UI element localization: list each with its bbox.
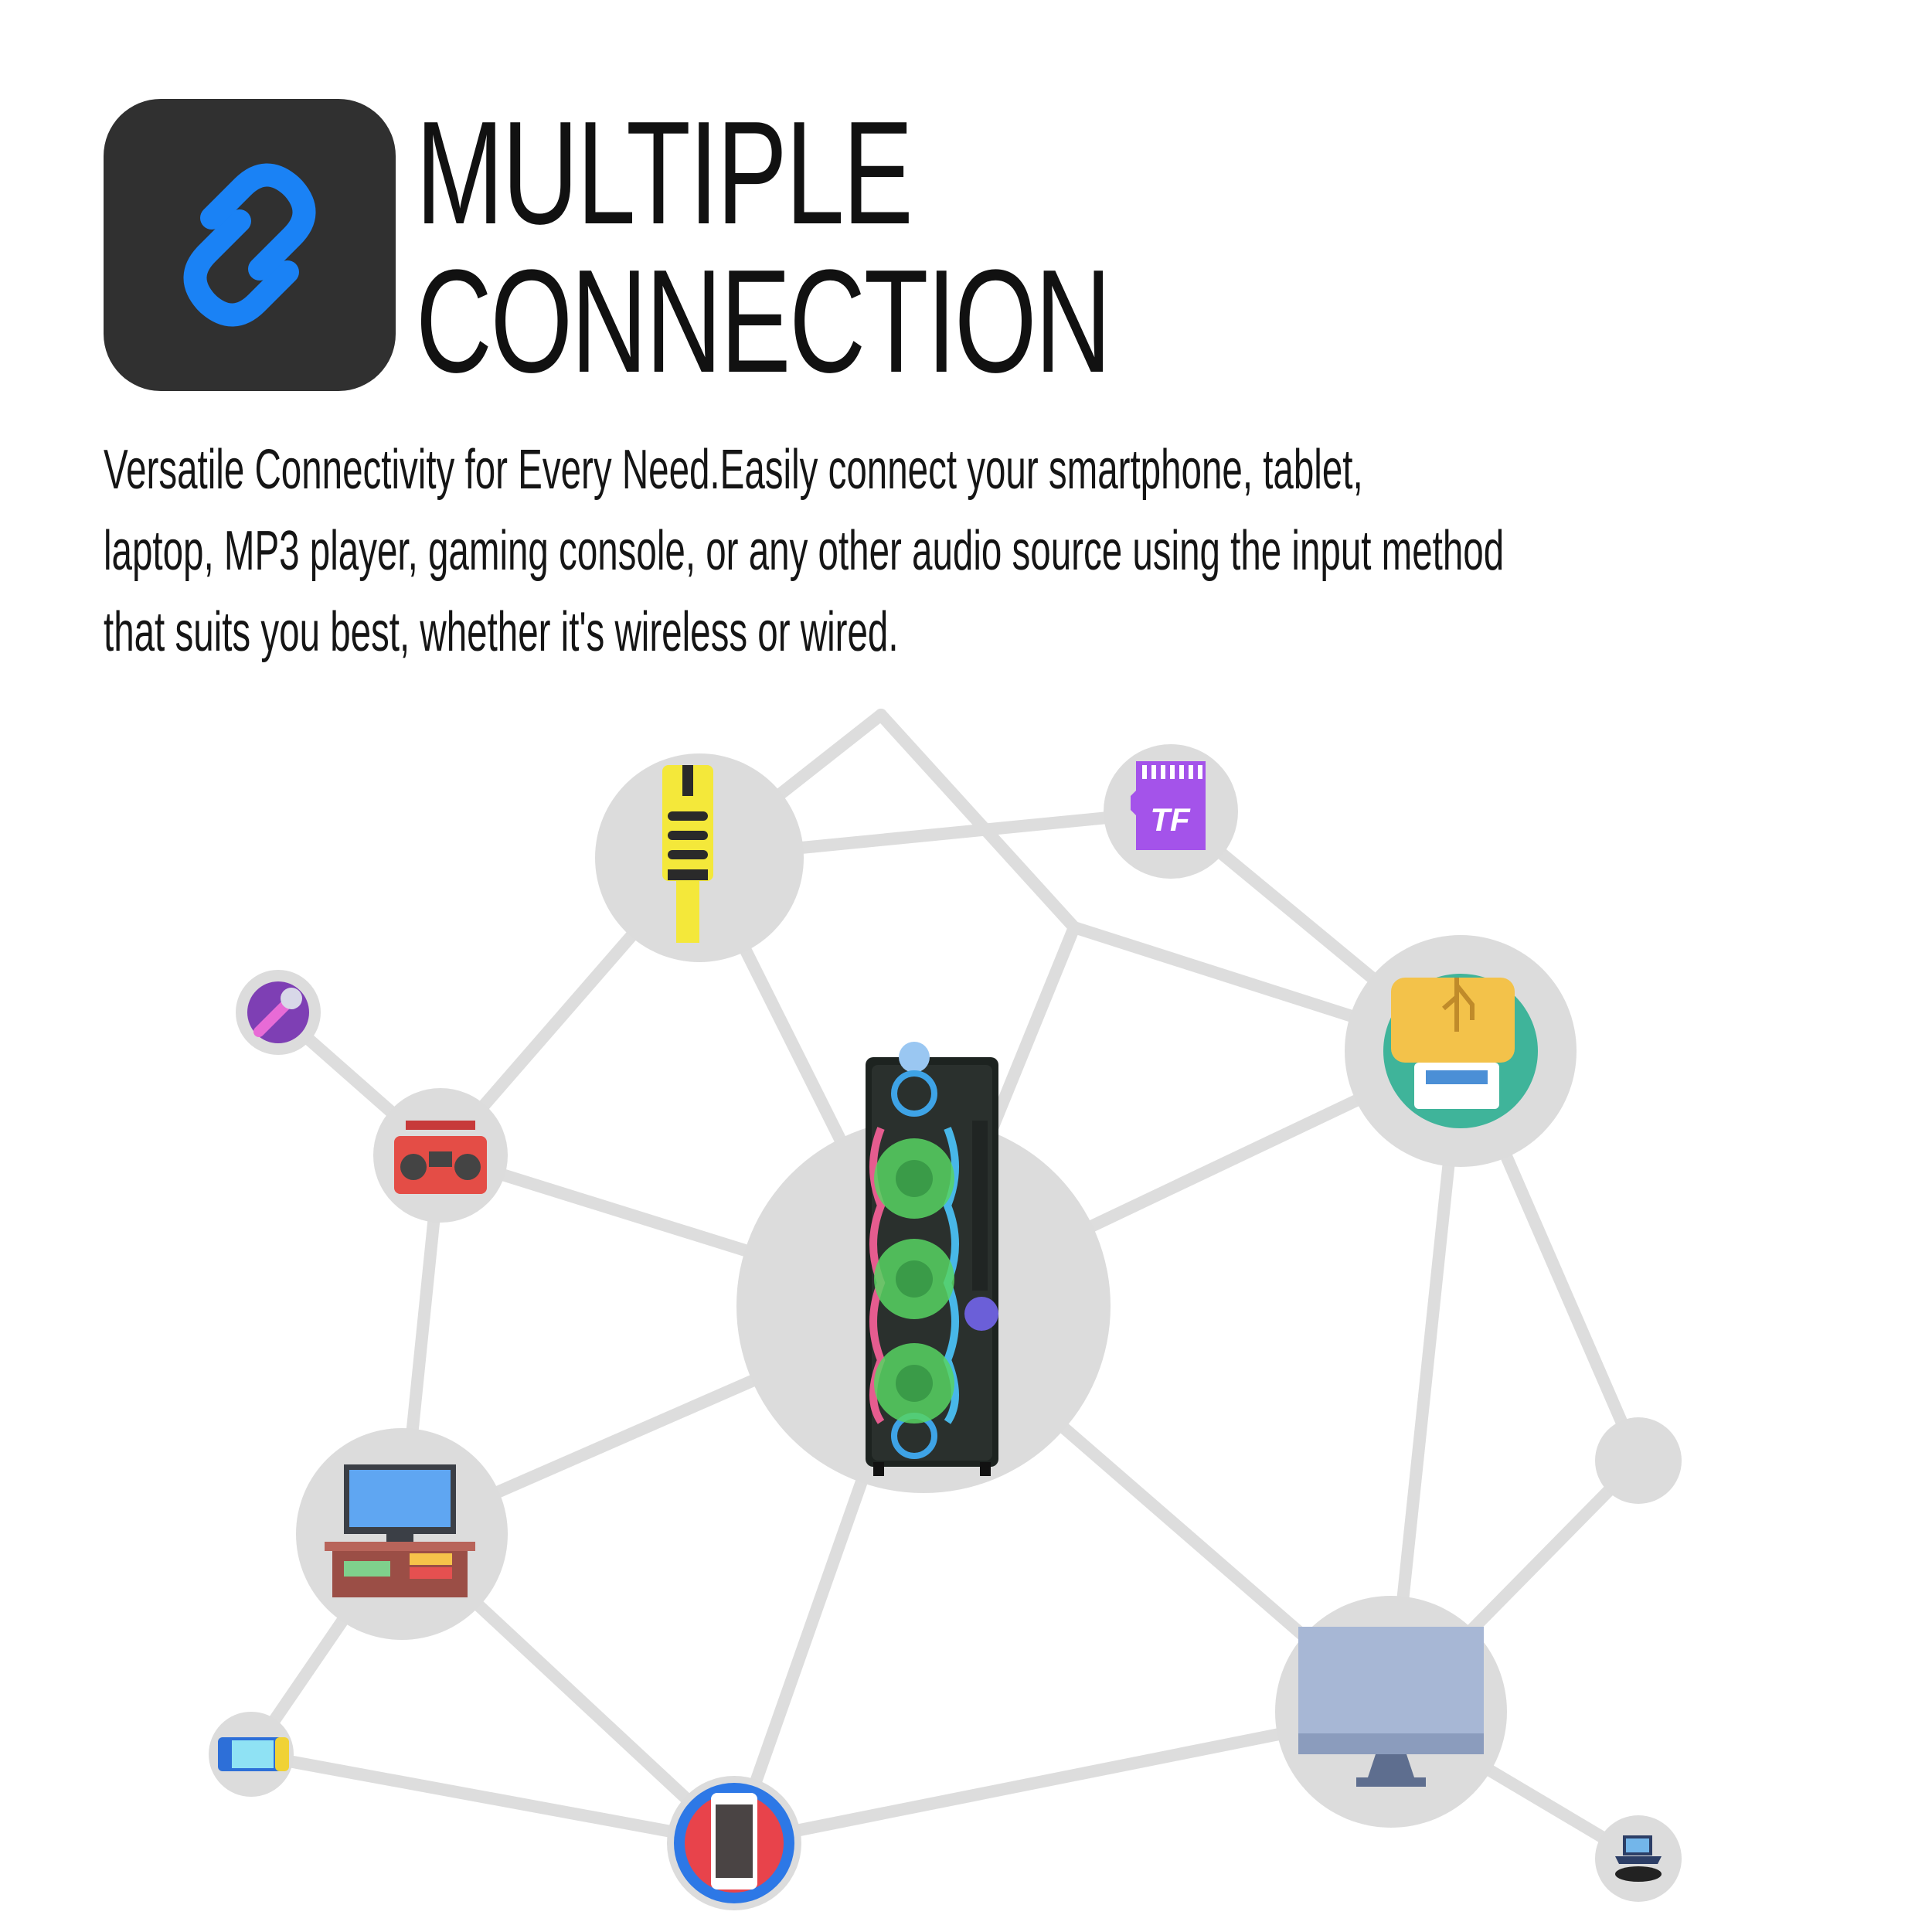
tv-icon (325, 1464, 475, 1597)
boombox-icon (394, 1121, 487, 1194)
title-line-1: MULTIPLE (416, 91, 913, 255)
connection-network-diagram: TF (209, 709, 1682, 1910)
description-text: Versatile Connectivity for Every Need.Ea… (104, 430, 1583, 673)
aux-cable-icon (662, 765, 713, 943)
tf-card-label: TF (1150, 801, 1191, 838)
laptop-icon (1615, 1835, 1662, 1882)
monitor-icon (1298, 1627, 1484, 1787)
description-line-3: that suits you best, whether it's wirele… (104, 601, 899, 663)
speaker-image (866, 1042, 998, 1476)
microphone-icon (247, 981, 309, 1043)
description-line-1: Versatile Connectivity for Every Need.Ea… (104, 439, 1363, 501)
connection-logo-tile (104, 99, 396, 391)
usb-drive-icon (1383, 974, 1538, 1128)
handheld-console-icon (218, 1737, 289, 1771)
smartphone-icon (674, 1783, 794, 1903)
link-icon (183, 163, 316, 327)
description-line-2: laptop, MP3 player, gaming console, or a… (104, 520, 1505, 582)
page-title: MULTIPLE CONNECTION (416, 91, 1111, 403)
title-line-2: CONNECTION (416, 240, 1111, 403)
tf-card-icon: TF (1131, 761, 1206, 850)
